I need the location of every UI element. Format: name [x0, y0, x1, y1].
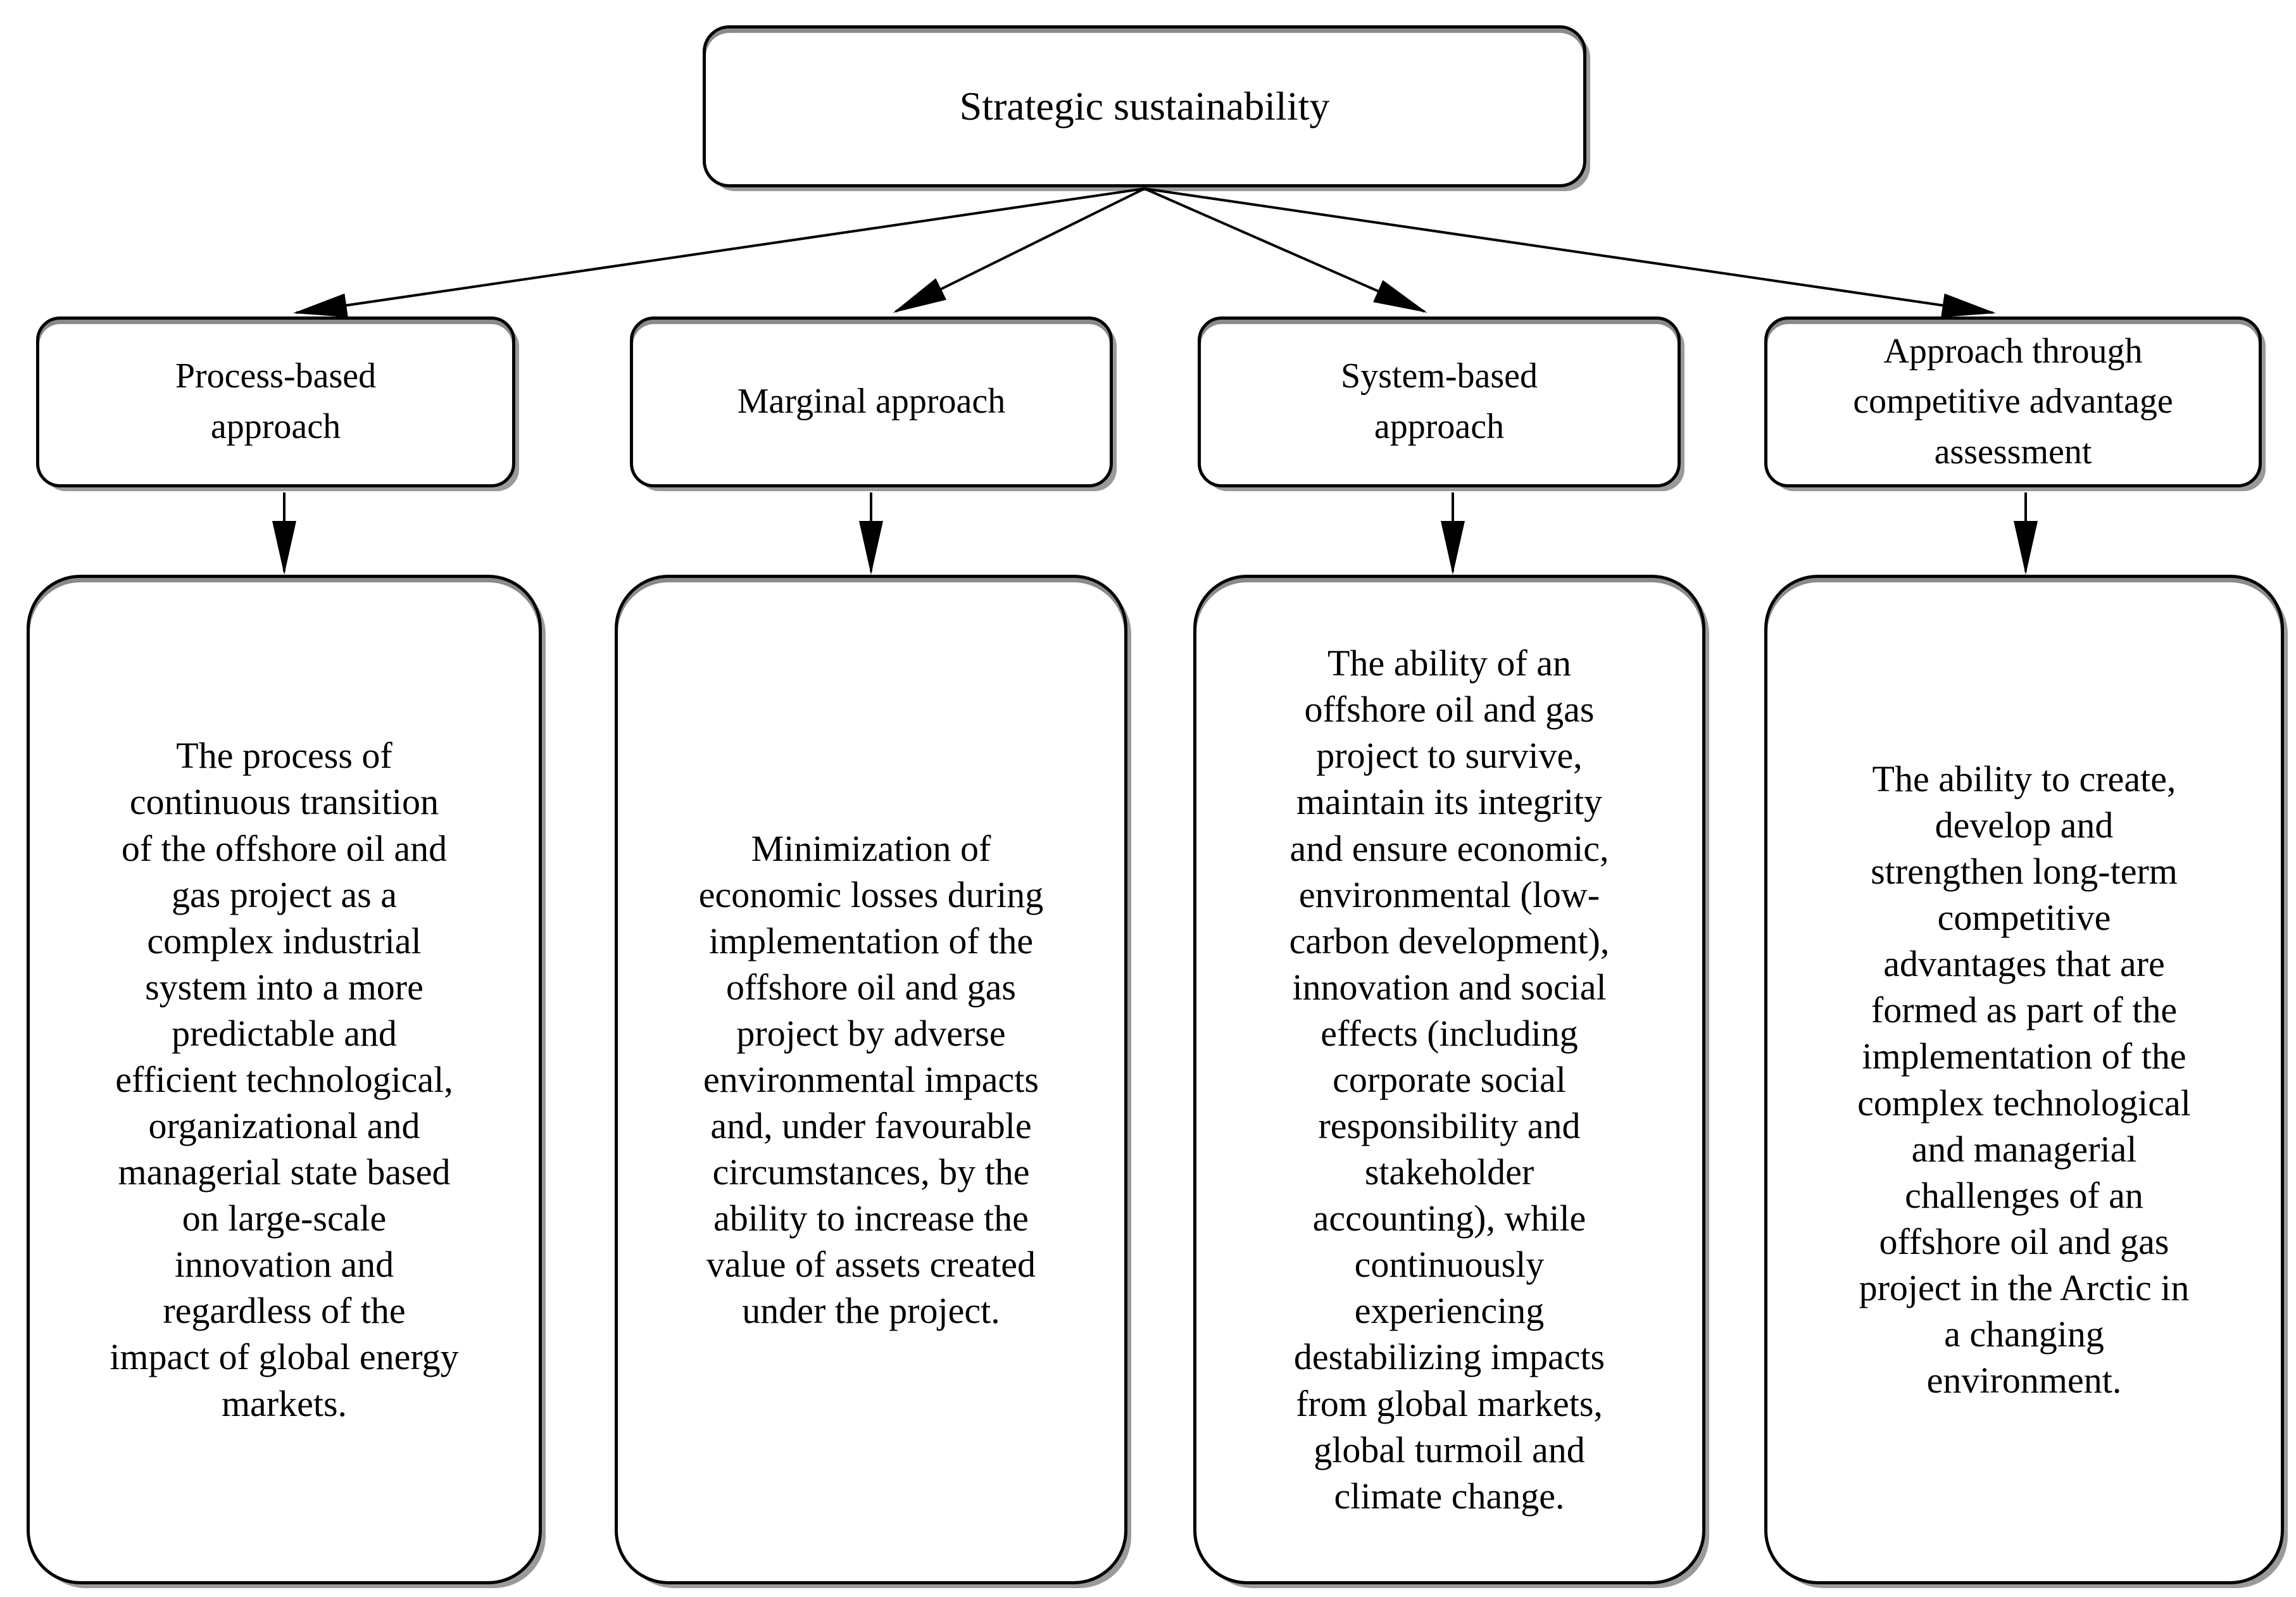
description-text: The ability to create, develop and stren…: [1857, 758, 2191, 1401]
root-box-label: Strategic sustainability: [959, 84, 1330, 128]
arrow-root-to-competitive-advantage: [1144, 187, 1996, 318]
approach-box-title: System-based approach: [1340, 356, 1538, 446]
arrow-root-to-marginal: [893, 187, 1145, 313]
arrow-root-to-system-based: [1144, 187, 1427, 313]
arrow-root-to-process-based: [293, 187, 1145, 318]
approach-box-process-based: Process-based approach: [36, 316, 515, 487]
description-box-marginal: Minimization of economic losses during i…: [615, 575, 1127, 1584]
approach-box-marginal: Marginal approach: [630, 316, 1113, 487]
root-box-strategic-sustainability: Strategic sustainability: [703, 25, 1586, 187]
description-text: The process of continuous transition of …: [110, 735, 459, 1424]
approach-box-competitive-advantage: Approach through competitive advantage a…: [1764, 316, 2262, 487]
approach-box-title: Approach through competitive advantage a…: [1853, 331, 2173, 472]
approach-box-title: Process-based approach: [175, 356, 377, 446]
approach-box-system-based: System-based approach: [1198, 316, 1681, 487]
description-box-process-based: The process of continuous transition of …: [27, 575, 542, 1584]
description-box-competitive-advantage: The ability to create, develop and stren…: [1764, 575, 2284, 1584]
description-box-system-based: The ability of an offshore oil and gas p…: [1193, 575, 1705, 1584]
description-text: Minimization of economic losses during i…: [698, 827, 1044, 1332]
approach-box-title: Marginal approach: [737, 382, 1006, 422]
description-text: The ability of an offshore oil and gas p…: [1289, 642, 1610, 1517]
